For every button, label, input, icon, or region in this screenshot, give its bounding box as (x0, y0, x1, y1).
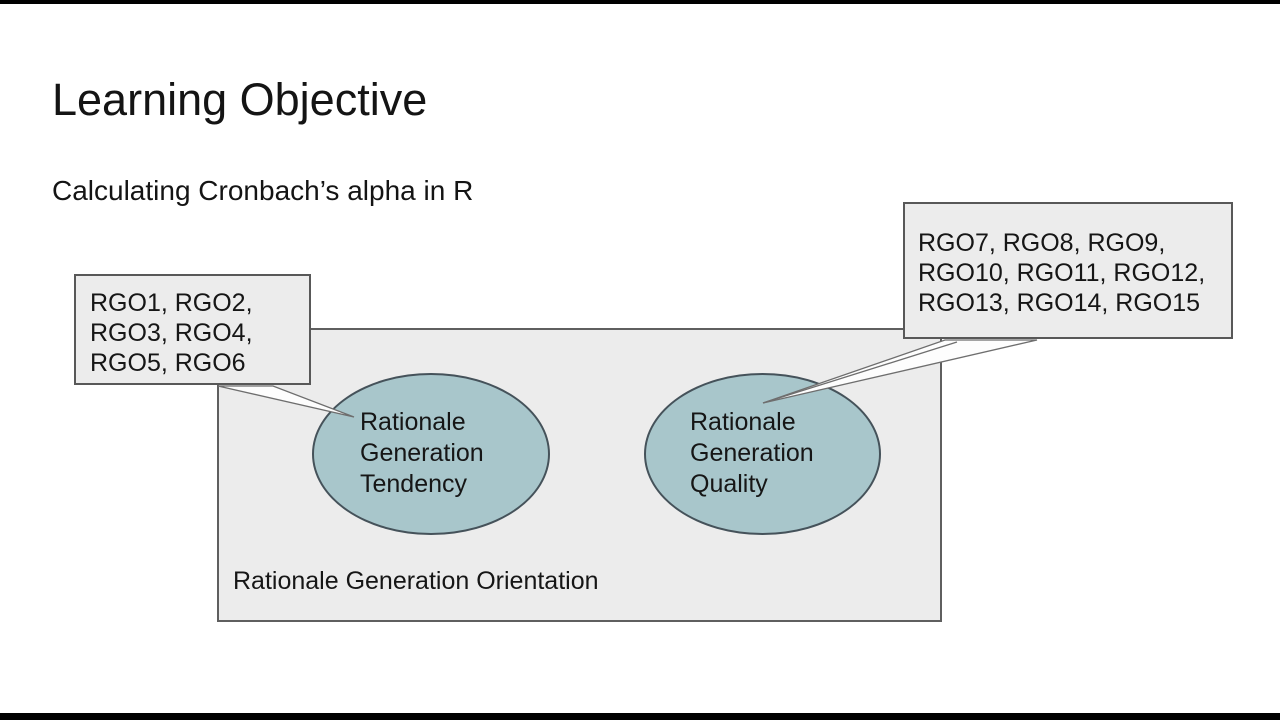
callout-rgo1-6: RGO1, RGO2, RGO3, RGO4, RGO5, RGO6 (74, 274, 311, 385)
slide-subtitle: Calculating Cronbach’s alpha in R (52, 175, 474, 206)
ellipse-label-quality: Rationale Generation Quality (690, 407, 814, 500)
ellipse-label-tendency: Rationale Generation Tendency (360, 407, 484, 500)
ellipse-label-quality-line3: Quality (690, 470, 768, 498)
callout-rgo7-15: RGO7, RGO8, RGO9, RGO10, RGO11, RGO12, R… (903, 202, 1233, 339)
callout-rgo7-15-line2: RGO10, RGO11, RGO12, (918, 259, 1206, 287)
callout-rgo1-6-line3: RGO5, RGO6 (90, 349, 246, 377)
callout-rgo1-6-line1: RGO1, RGO2, (90, 289, 253, 317)
orientation-container-label: Rationale Generation Orientation (233, 567, 599, 595)
ellipse-rationale-generation-tendency (312, 373, 550, 535)
callout-rgo1-6-line2: RGO3, RGO4, (90, 319, 253, 347)
ellipse-label-quality-line1: Rationale (690, 408, 796, 436)
ellipse-label-quality-line2: Generation (690, 439, 814, 467)
callout-rgo7-15-line1: RGO7, RGO8, RGO9, (918, 229, 1166, 257)
ellipse-label-tendency-line1: Rationale (360, 408, 466, 436)
callout-rgo7-15-line3: RGO13, RGO14, RGO15 (918, 289, 1201, 317)
slide-title: Learning Objective (52, 74, 428, 125)
ellipse-label-tendency-line3: Tendency (360, 470, 468, 498)
ellipse-label-tendency-line2: Generation (360, 439, 484, 467)
